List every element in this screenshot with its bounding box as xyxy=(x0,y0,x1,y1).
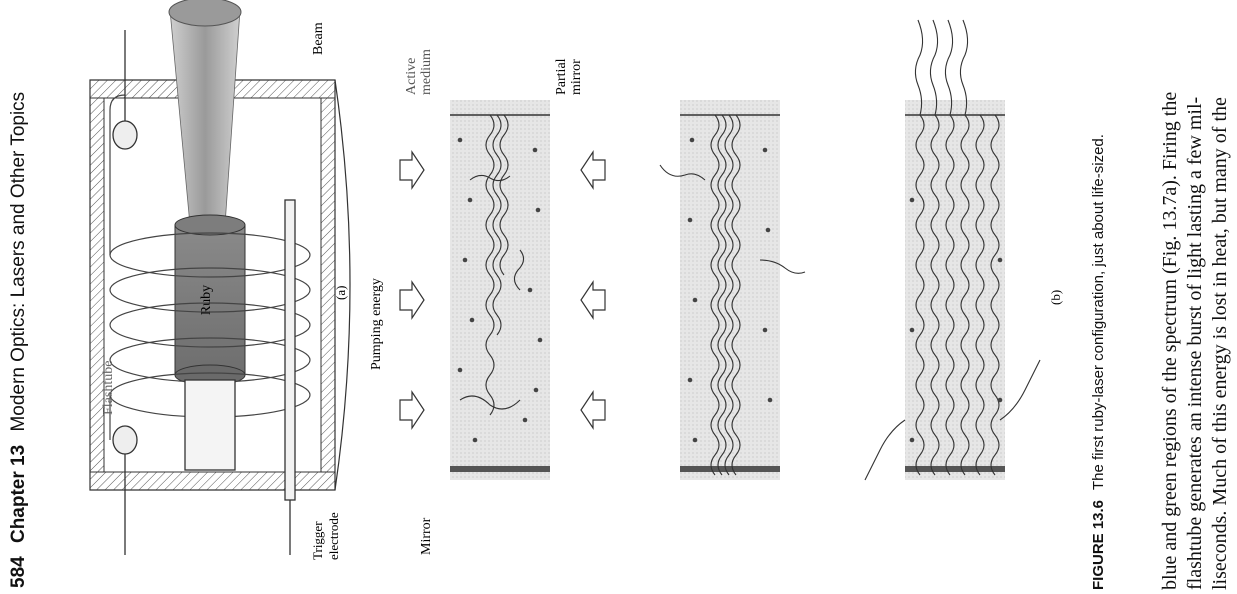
panel-b-label: (b) xyxy=(1048,290,1063,305)
mirror-label: Mirror xyxy=(419,517,434,555)
flashtube-coils xyxy=(109,94,311,440)
caption-text: The first ruby-laser configuration, just… xyxy=(1090,134,1107,491)
figure-caption: FIGURE 13.6 The first ruby-laser configu… xyxy=(1090,134,1107,590)
electrode-leads xyxy=(112,30,296,555)
running-header: 584 Chapter 13 Modern Optics: Lasers and… xyxy=(8,92,30,588)
ruby-label: Ruby xyxy=(199,285,214,315)
beam-label: Beam xyxy=(311,22,326,55)
medium-panel-3 xyxy=(864,19,1041,481)
medium-panel-2 xyxy=(659,100,806,480)
pumping-energy-label: Pumping energy xyxy=(369,278,384,370)
body-text-line-3: liseconds. Much of this energy is lost i… xyxy=(1209,97,1231,590)
partial-label: Partial xyxy=(554,58,569,95)
electrode-label: electrode xyxy=(326,512,341,560)
page-number: 584 xyxy=(8,556,29,588)
medium-label: medium xyxy=(419,49,434,95)
figure-number: FIGURE 13.6 xyxy=(1090,499,1107,590)
housing-hatch-bottom xyxy=(89,471,336,491)
figure-b-panels: Active medium Partial mirror Pumping ene… xyxy=(369,19,1063,555)
panel-a-label: (a) xyxy=(333,286,348,300)
chapter-label: Chapter 13 xyxy=(8,444,29,544)
medium-panel-1 xyxy=(399,100,606,480)
partial-mirror-label: mirror xyxy=(569,59,584,95)
chapter-title: Modern Optics: Lasers and Other Topics xyxy=(8,91,29,432)
body-text-line-1: blue and green regions of the spectrum (… xyxy=(1159,91,1181,590)
body-text-line-2: flashtube generates an intense burst of … xyxy=(1184,96,1206,590)
figure-a-apparatus: Ruby Beam Flashtube Trigger electrode (a… xyxy=(89,0,351,560)
flashtube-label: Flashtube xyxy=(101,361,116,415)
active-label: Active xyxy=(404,58,419,95)
laser-beam xyxy=(169,2,241,226)
trigger-label: Trigger xyxy=(310,521,325,560)
